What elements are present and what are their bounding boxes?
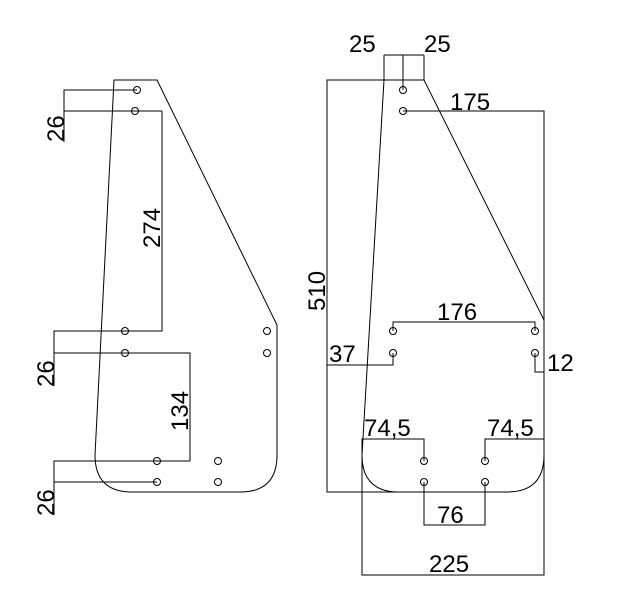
right-view: 25 25 175 510 176 37 12 74,5 74,5 76 225	[304, 31, 574, 578]
left-plate-outline	[94, 79, 278, 493]
dim-label-top-right-offset: 25	[424, 31, 451, 58]
dim-label-bottom-left-offset: 74,5	[364, 415, 411, 442]
dim-line	[361, 438, 425, 461]
left-dimension-lines	[53, 89, 191, 515]
dim-label-top-left-offset: 25	[349, 31, 376, 58]
dim-line	[361, 455, 545, 576]
dim-label-bottom-spacing: 26	[33, 489, 60, 516]
dim-line	[484, 438, 545, 461]
dim-label-mid-spacing: 26	[33, 360, 60, 387]
dim-label-mid-right-offset: 12	[547, 350, 574, 377]
dim-line	[403, 110, 545, 320]
dim-label-long-spacing: 274	[139, 208, 166, 248]
dim-label-bottom-hole-span: 76	[437, 502, 464, 529]
dim-label-mid-hole-span: 176	[437, 299, 477, 326]
hole	[214, 478, 222, 486]
hole	[263, 349, 271, 357]
dim-label-mid-left-offset: 37	[329, 341, 356, 368]
left-holes	[121, 86, 271, 486]
right-dimension-lines	[326, 54, 545, 576]
dim-label-overall-height: 510	[304, 271, 331, 311]
dim-line	[63, 89, 137, 142]
hole	[214, 457, 222, 465]
dim-label-bottom-right-offset: 74,5	[487, 415, 534, 442]
hole	[263, 327, 271, 335]
dim-line	[392, 321, 536, 331]
dim-label-overall-width: 225	[429, 551, 469, 578]
dim-line	[53, 111, 163, 386]
dim-line	[53, 460, 190, 515]
right-dimension-labels: 25 25 175 510 176 37 12 74,5 74,5 76 225	[304, 31, 574, 578]
dim-label-top-spacing: 26	[43, 115, 70, 142]
left-dimension-labels: 26 274 26 134 26	[33, 115, 194, 516]
left-view: 26 274 26 134 26	[33, 79, 278, 516]
dim-line	[326, 79, 399, 493]
dim-label-top-edge: 175	[450, 89, 490, 116]
dim-label-lower-spacing: 134	[167, 391, 194, 431]
dim-line	[534, 353, 544, 373]
dim-line	[423, 482, 486, 526]
dim-line	[327, 353, 394, 366]
dim-line	[54, 352, 191, 461]
